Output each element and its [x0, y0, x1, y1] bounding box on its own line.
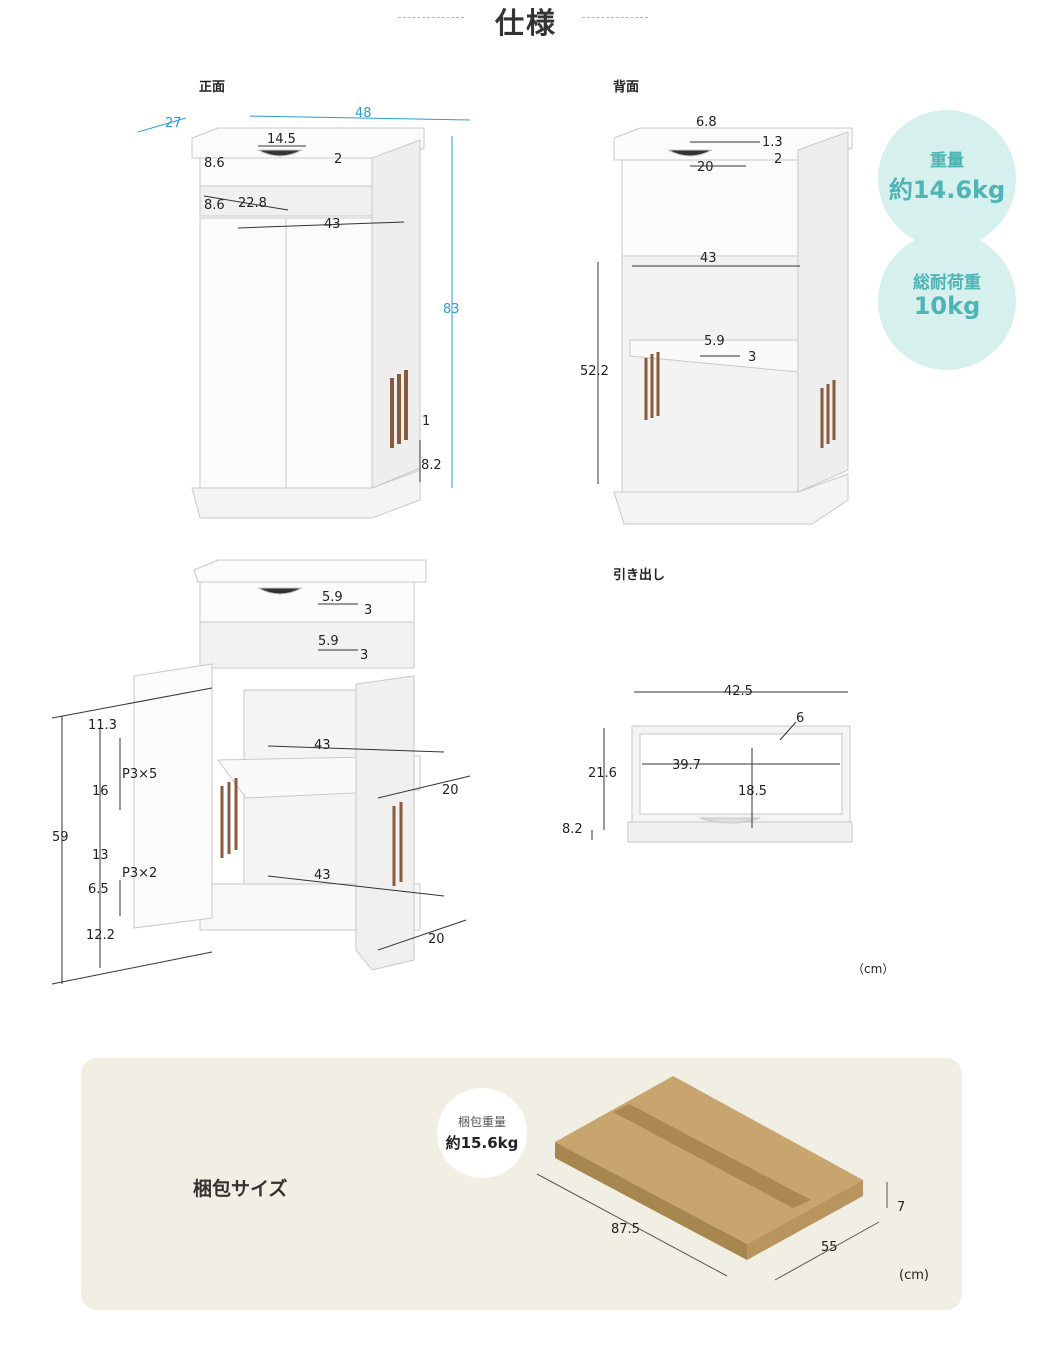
front-width-dim: 48: [355, 106, 372, 121]
front-handle-depth-dim: 2: [334, 152, 343, 167]
back-cable-height-dim: 3: [748, 350, 757, 365]
package-size-panel: 梱包サイズ 梱包重量 約15.6kg 87.5 55 7 (cm): [81, 1058, 962, 1310]
page-title: 仕様: [494, 6, 557, 40]
package-weight-badge: 梱包重量 約15.6kg: [437, 1088, 527, 1178]
front-slit-dim: 1: [422, 414, 431, 429]
front-vent-slits: [390, 370, 408, 448]
interior-cabinet-drawing: [133, 559, 427, 971]
package-length-dim: 87.5: [611, 1222, 640, 1237]
unit-note: （cm）: [852, 962, 895, 976]
package-weight-label: 梱包重量: [457, 1115, 506, 1129]
back-cable-width-dim: 5.9: [704, 334, 725, 349]
weight-badge: 重量 約14.6kg: [878, 110, 1016, 248]
back-cabinet-drawing: [613, 127, 853, 525]
interior-height-4-dim: 6.5: [88, 882, 109, 897]
back-inner-height-dim: 52.2: [580, 364, 609, 379]
load-capacity-label: 総耐荷重: [913, 273, 981, 293]
front-height-dim: 83: [443, 302, 460, 317]
back-hole-dim-2: 2: [774, 152, 783, 167]
drawer-view-label: 引き出し: [613, 568, 666, 583]
back-hole-width-dim: 6.8: [696, 115, 717, 130]
front-blue-dimensions: [137, 115, 471, 488]
interior-total-height-dim: 59: [52, 830, 69, 845]
load-capacity-badge: 総耐荷重 10kg: [878, 232, 1016, 370]
front-view-label: 正面: [199, 80, 226, 95]
back-dimensions: [597, 141, 800, 484]
drawer-inner-width-dim: 39.7: [672, 758, 701, 773]
front-black-dimensions: [203, 145, 421, 482]
package-size-label: 梱包サイズ: [193, 1178, 288, 1200]
title-divider-right: [582, 17, 648, 18]
front-drawer-height-dim: 8.6: [204, 156, 225, 171]
back-vent-slits: [644, 352, 836, 448]
back-hole-dim-1: 1.3: [762, 135, 783, 150]
front-shelf-height-dim: 8.6: [204, 198, 225, 213]
interior-vent-slits: [220, 778, 403, 886]
package-box-drawing: [536, 1076, 888, 1281]
front-cabinet-drawing: [191, 127, 425, 519]
interior-height-2-dim: 16: [92, 784, 109, 799]
interior-shelf1-width-dim: 43: [314, 738, 331, 753]
interior-hole1-height-dim: 3: [364, 603, 373, 618]
front-handle-width-dim: 14.5: [267, 132, 296, 147]
drawer-height-dim: 8.2: [562, 822, 583, 837]
package-width-dim: 55: [821, 1240, 838, 1255]
interior-hole1-width-dim: 5.9: [322, 590, 343, 605]
drawer-depth-dim: 21.6: [588, 766, 617, 781]
page-header: 仕様: [0, 0, 1045, 40]
drawer-outer-width-dim: 42.5: [724, 684, 753, 699]
package-weight-value: 約15.6kg: [445, 1134, 519, 1152]
drawer-side-dim: 6: [796, 711, 805, 726]
drawer-drawing: [627, 725, 853, 843]
interior-shelf1-depth-dim: 20: [442, 783, 459, 798]
back-hole-length-dim: 20: [697, 160, 714, 175]
back-view-label: 背面: [613, 80, 640, 95]
load-capacity-value: 10kg: [913, 292, 981, 320]
weight-value: 約14.6kg: [888, 176, 1006, 204]
front-depth-dim: 27: [165, 116, 182, 131]
interior-shelf2-depth-dim: 20: [428, 932, 445, 947]
interior-hole2-height-dim: 3: [360, 648, 369, 663]
interior-height-3-dim: 13: [92, 848, 109, 863]
drawer-dimensions: [591, 691, 848, 840]
interior-dimensions: [51, 603, 471, 985]
weight-label: 重量: [930, 151, 964, 171]
interior-height-5-dim: 12.2: [86, 928, 115, 943]
interior-pitch-lower-dim: P3×2: [122, 866, 158, 881]
interior-pitch-upper-dim: P3×5: [122, 767, 158, 782]
front-shelf-depth-dim: 22.8: [238, 196, 267, 211]
front-shelf-width-dim: 43: [324, 217, 341, 232]
package-unit-note: (cm): [899, 1268, 929, 1283]
interior-height-1-dim: 11.3: [88, 718, 117, 733]
package-height-dim: 7: [897, 1200, 906, 1215]
interior-hole2-width-dim: 5.9: [318, 634, 339, 649]
drawer-inner-depth-dim: 18.5: [738, 784, 767, 799]
front-base-height-dim: 8.2: [421, 458, 442, 473]
back-inner-width-dim: 43: [700, 251, 717, 266]
title-divider-left: [398, 17, 464, 18]
interior-shelf2-width-dim: 43: [314, 868, 331, 883]
